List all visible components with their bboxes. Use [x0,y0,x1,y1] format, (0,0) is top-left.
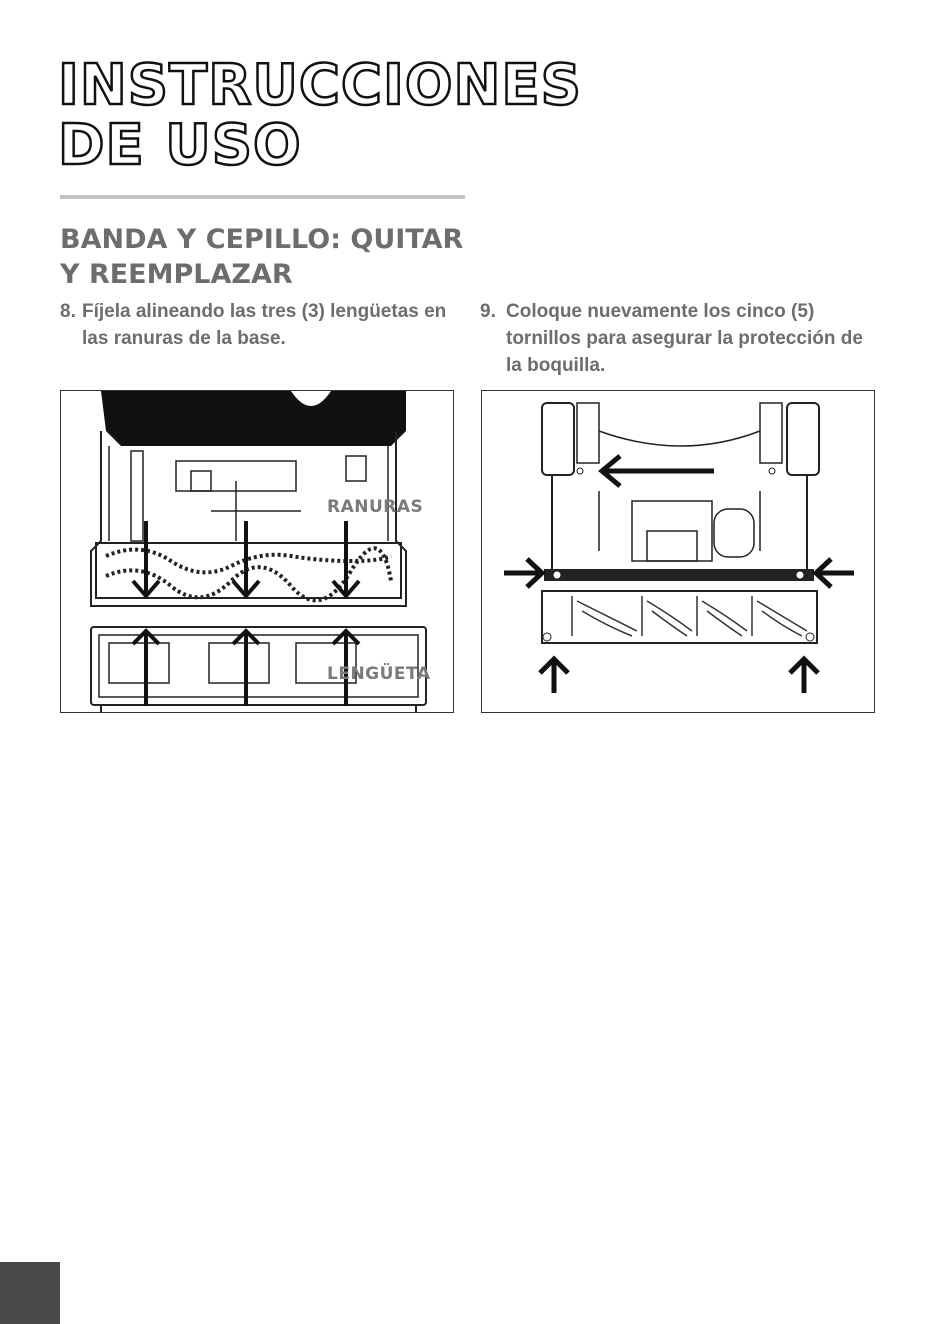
tab-label: LENGÜETA [327,664,430,684]
figure-step-9 [481,390,875,713]
page-title: INSTRUCCIONES DE USO [58,56,498,176]
page-title-line-1: INSTRUCCIONES [58,56,498,116]
figure-step-8: RANURAS LENGÜETA [60,390,454,713]
slots-label: RANURAS [327,497,423,517]
step-9-number: 9. [480,298,496,325]
section-title: BANDA Y CEPILLO: QUITAR Y REEMPLAZAR [60,222,490,292]
step-9-text: Coloque nuevamente los cinco (5) tornill… [506,298,880,379]
page-edge-tab [0,1262,60,1324]
step-8-number: 8. [60,298,76,325]
step-8-text: Fíjela alineando las tres (3) lengüetas … [82,298,460,352]
step-8: 8. Fíjela alineando las tres (3) lengüet… [60,298,460,358]
title-divider [60,195,465,199]
nozzle-guard-illustration [482,391,875,713]
step-9: 9. Coloque nuevamente los cinco (5) torn… [480,298,880,382]
page-title-line-2: DE USO [58,116,498,176]
section-title-line-2: Y REEMPLAZAR [60,257,490,292]
section-title-line-1: BANDA Y CEPILLO: QUITAR [60,222,490,257]
